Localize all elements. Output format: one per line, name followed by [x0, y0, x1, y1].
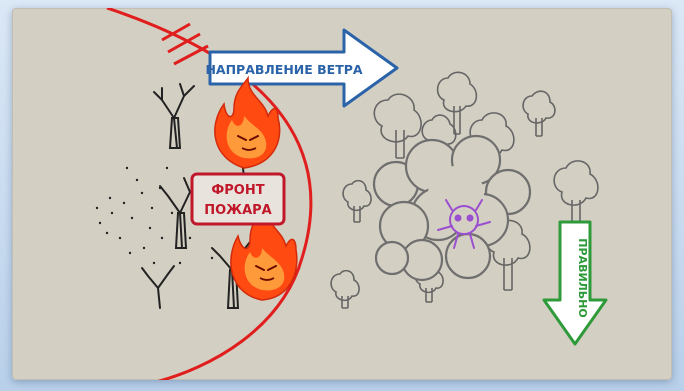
tree-icon [343, 181, 371, 222]
arc-hatch-marks [162, 24, 208, 64]
correct-direction-arrow: ПРАВИЛЬНО [544, 222, 606, 344]
illustration-frame: НАПРАВЛЕНИЕ ВЕТРА [12, 8, 672, 380]
dead-tree-icon [154, 84, 194, 148]
flame-icon [215, 78, 280, 168]
wind-direction-label: НАПРАВЛЕНИЕ ВЕТРА [205, 62, 362, 77]
tree-icon [331, 271, 359, 308]
fire-scene: НАПРАВЛЕНИЕ ВЕТРА [12, 8, 672, 380]
dead-tree-icon [142, 266, 174, 308]
fire-front-label-line1: ФРОНТ [211, 183, 264, 198]
fire-front-sign: ФРОНТ ПОЖАРА [192, 174, 284, 224]
tree-icon [554, 161, 598, 226]
wind-direction-arrow: НАПРАВЛЕНИЕ ВЕТРА [205, 30, 397, 106]
fire-front-label-line2: ПОЖАРА [204, 203, 272, 218]
correct-label: ПРАВИЛЬНО [576, 238, 589, 317]
tree-icon [523, 91, 555, 136]
tree-icon [438, 72, 477, 134]
